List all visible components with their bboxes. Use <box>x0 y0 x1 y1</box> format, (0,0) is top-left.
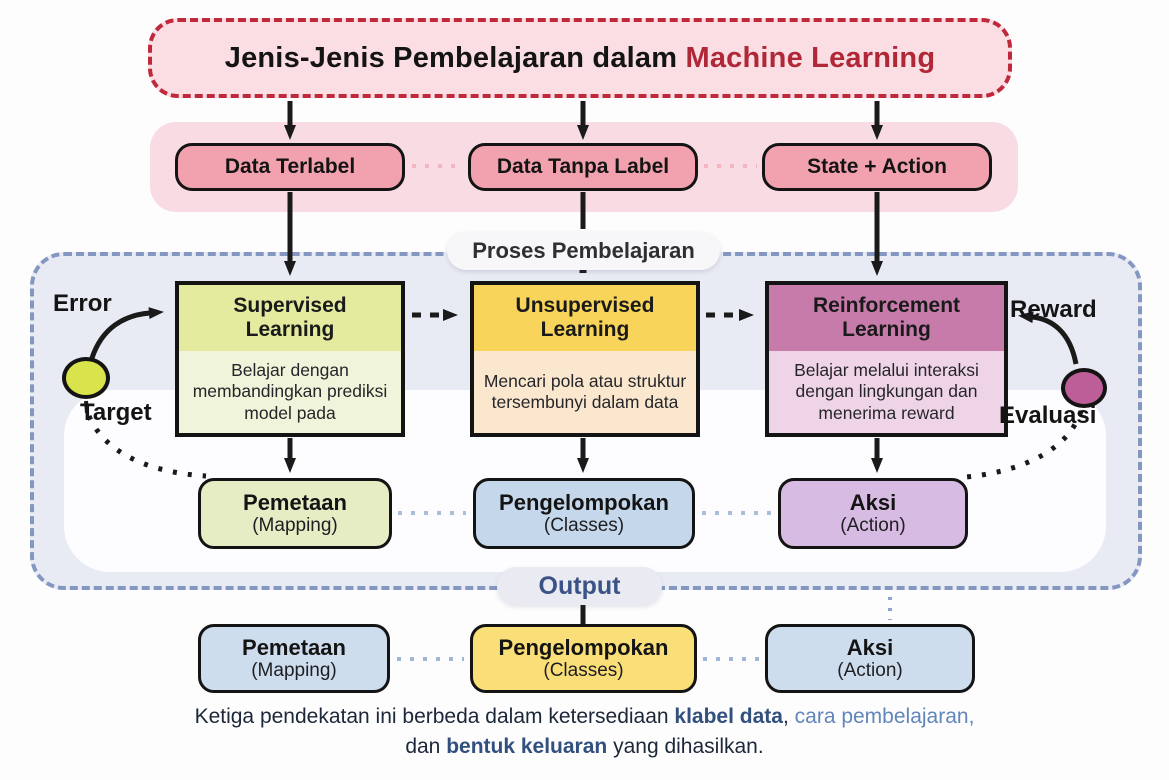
output-label: Output <box>538 571 621 600</box>
caption-bold1: klabel data <box>674 705 783 728</box>
output-name: Pengelompokan <box>499 489 669 515</box>
method-description: Mencari pola atau struktur tersembunyi d… <box>474 351 696 433</box>
bottom-output-pemetaan: Pemetaan (Mapping) <box>198 624 390 693</box>
input-box-data-terlabel: Data Terlabel <box>175 143 405 191</box>
process-label-pill: Proses Pembelajaran <box>447 232 720 270</box>
inner-output-pemetaan: Pemetaan (Mapping) <box>198 478 392 549</box>
caption-sep: , <box>782 705 795 728</box>
caption-part3: yang dihasilkan. <box>607 735 764 759</box>
method-title: Unsupervised Learning <box>474 285 696 351</box>
method-box-reinforcement: Reinforcement Learning Belajar melalui i… <box>765 281 1008 437</box>
process-label: Proses Pembelajaran <box>472 238 695 263</box>
reward-label: Reward <box>1010 296 1097 323</box>
output-name: Pengelompokan <box>498 634 669 660</box>
input-label: State + Action <box>807 155 947 178</box>
caption-part1: Ketiga pendekatan ini berbeda dalam kete… <box>194 705 675 728</box>
output-name: Pemetaan <box>242 634 346 660</box>
title-box: Jenis-Jenis Pembelajaran dalam Machine L… <box>148 18 1012 98</box>
input-label: Data Tanpa Label <box>496 155 670 178</box>
target-circle <box>62 357 110 399</box>
method-title: Reinforcement Learning <box>769 285 1004 351</box>
method-title: Supervised Learning <box>179 285 401 351</box>
title-text: Jenis-Jenis Pembelajaran dalam <box>224 41 686 74</box>
caption-part2: dan <box>405 735 447 759</box>
method-description: Belajar melalui interaksi dengan lingkun… <box>769 351 1004 433</box>
output-subname: (Mapping) <box>251 660 337 682</box>
caption-light: cara pembelajaran, <box>794 705 975 728</box>
output-name: Pemetaan <box>243 489 347 515</box>
input-box-data-tanpa-label: Data Tanpa Label <box>468 143 698 191</box>
method-description: Belajar dengan membandingkan prediksi mo… <box>179 351 401 433</box>
inner-output-pengelompokan: Pengelompokan (Classes) <box>473 478 695 549</box>
output-label-pill: Output <box>497 567 662 605</box>
title-highlight: Machine Learning <box>685 41 936 74</box>
input-label: Data Terlabel <box>224 155 356 178</box>
target-label: Target <box>80 399 152 426</box>
method-box-unsupervised: Unsupervised Learning Mencari pola atau … <box>470 281 700 437</box>
bottom-output-aksi: Aksi (Action) <box>765 624 975 693</box>
output-subname: (Action) <box>837 660 903 682</box>
caption-bold2: bentuk keluaran <box>446 735 608 759</box>
output-subname: (Classes) <box>543 515 625 537</box>
input-box-state-action: State + Action <box>762 143 992 191</box>
error-label: Error <box>53 290 112 317</box>
evaluasi-circle <box>1061 368 1107 408</box>
output-name: Aksi <box>846 634 894 660</box>
output-subname: (Mapping) <box>252 515 338 537</box>
caption: Ketiga pendekatan ini berbeda dalam kete… <box>0 702 1169 763</box>
bottom-output-pengelompokan: Pengelompokan (Classes) <box>470 624 697 693</box>
output-name: Aksi <box>849 489 897 515</box>
output-subname: (Action) <box>840 515 906 537</box>
output-subname: (Classes) <box>543 660 624 682</box>
method-box-supervised: Supervised Learning Belajar dengan memba… <box>175 281 405 437</box>
inner-output-aksi: Aksi (Action) <box>778 478 968 549</box>
